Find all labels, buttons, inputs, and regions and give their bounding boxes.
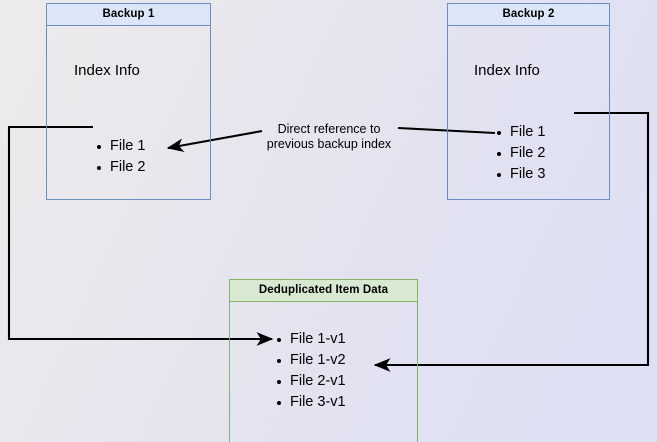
backup-2-body: Index Info File 1 File 2 File 3 [447, 26, 610, 200]
direct-reference-label: Direct reference to previous backup inde… [249, 122, 409, 152]
list-item: File 2 [496, 143, 545, 164]
backup-2-file-list: File 1 File 2 File 3 [496, 122, 545, 185]
list-item: File 2 [96, 157, 145, 178]
deduplicated-item-data-title: Deduplicated Item Data [229, 279, 418, 302]
backup-1-index-info-label: Index Info [74, 62, 140, 79]
list-item: File 1-v1 [276, 329, 346, 350]
backup-2-box: Backup 2 Index Info File 1 File 2 File 3 [447, 3, 610, 200]
backup-1-box: Backup 1 Index Info File 1 File 2 [46, 3, 211, 200]
backup-1-file-list: File 1 File 2 [96, 136, 145, 178]
direct-reference-label-line-1: Direct reference to [277, 122, 381, 136]
list-item: File 2-v1 [276, 371, 346, 392]
direct-reference-label-line-2: previous backup index [266, 137, 392, 151]
list-item: File 1-v2 [276, 350, 346, 371]
list-item: File 1 [496, 122, 545, 143]
list-item: File 3 [496, 164, 545, 185]
deduplicated-item-data-box: Deduplicated Item Data File 1-v1 File 1-… [229, 279, 418, 442]
dedup-file-list: File 1-v1 File 1-v2 File 2-v1 File 3-v1 [276, 329, 346, 413]
backup-2-index-info-label: Index Info [474, 62, 540, 79]
backup-1-body: Index Info File 1 File 2 [46, 26, 211, 200]
list-item: File 3-v1 [276, 392, 346, 413]
deduplicated-item-data-body: File 1-v1 File 1-v2 File 2-v1 File 3-v1 [229, 302, 418, 442]
backup-1-title: Backup 1 [46, 3, 211, 26]
list-item: File 1 [96, 136, 145, 157]
backup-2-title: Backup 2 [447, 3, 610, 26]
